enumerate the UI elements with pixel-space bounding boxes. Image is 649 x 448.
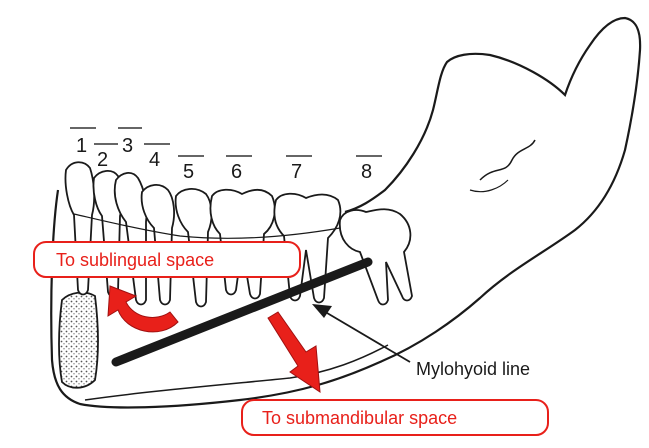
tooth-number-6: 6 bbox=[231, 161, 242, 183]
tooth-8 bbox=[338, 208, 413, 306]
tooth-numbers: 1 2 3 4 5 6 7 8 bbox=[70, 127, 382, 183]
tooth-number-5: 5 bbox=[183, 161, 194, 183]
alveolar-crest bbox=[73, 213, 341, 239]
submandibular-arrow bbox=[267, 311, 321, 393]
sublingual-callout-label: To sublingual space bbox=[56, 250, 214, 270]
mylohyoid-leader-arrowhead bbox=[312, 304, 332, 318]
tooth-number-7: 7 bbox=[291, 161, 302, 183]
tooth-number-3: 3 bbox=[122, 135, 133, 157]
mylohyoid-leader-line bbox=[321, 309, 411, 363]
tooth-number-4: 4 bbox=[149, 149, 160, 171]
mylohyoid-line-label: Mylohyoid line bbox=[416, 359, 530, 379]
submandibular-callout-label: To submandibular space bbox=[262, 408, 457, 428]
mandible-inner-border bbox=[84, 344, 389, 401]
ramus-ridge bbox=[479, 139, 536, 181]
sublingual-callout-box bbox=[33, 241, 301, 278]
tooth-number-1: 1 bbox=[76, 135, 87, 157]
mandible-outline bbox=[50, 16, 642, 409]
submandibular-callout-box bbox=[241, 399, 549, 436]
sublingual-arrow bbox=[107, 285, 179, 333]
ramus-ridge-2 bbox=[469, 179, 509, 193]
teeth-group bbox=[64, 161, 413, 308]
tooth-number-8: 8 bbox=[361, 161, 372, 183]
symphysis-section bbox=[58, 291, 99, 389]
mylohyoid-line-bar bbox=[111, 257, 373, 367]
tooth-number-2: 2 bbox=[97, 149, 108, 171]
